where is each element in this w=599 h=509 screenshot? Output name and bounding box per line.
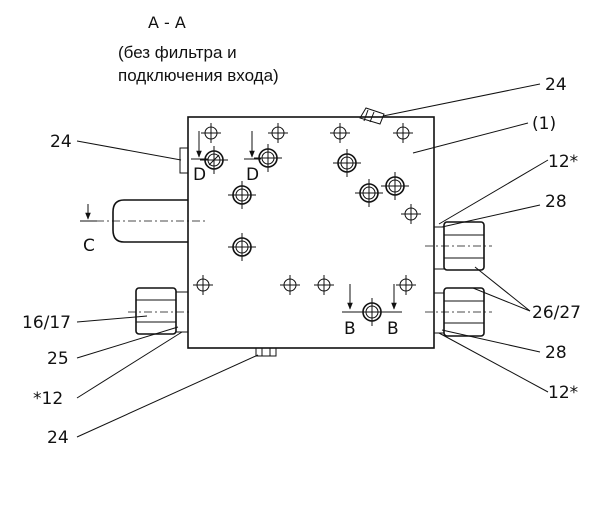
section-mark-d-right: D [244,131,261,185]
callout-26-27: 26/27 [532,303,581,323]
callout-25: 25 [47,349,69,369]
callout-24-bottom: 24 [47,428,69,448]
section-mark-c: C [80,204,97,256]
label-b-left: B [344,319,356,339]
label-d-right: D [246,165,259,185]
left-fitting [128,287,192,335]
bottom-tab [255,347,277,357]
callout-12-star-top: 12* [548,152,578,172]
right-fitting-top [425,221,492,271]
callout-1: (1) [532,114,556,134]
label-b-right: B [387,319,399,339]
callout-28-top: 28 [545,192,567,212]
callout-12-star-bottom: 12* [548,383,578,403]
right-fitting-bottom [425,287,492,337]
plugged-ports [200,144,409,326]
top-tab [179,147,189,174]
callout-24-top-left: 24 [50,132,72,152]
label-d-left: D [193,165,206,185]
section-mark-b-left: B [342,284,358,339]
callout-star-12: *12 [33,389,63,409]
top-right-plug [359,107,385,125]
section-title: A - A [148,13,186,32]
callout-28-bottom: 28 [545,343,567,363]
caption-line-1: (без фильтра и [118,43,237,62]
section-mark-b-right: B [386,284,402,339]
label-c: C [83,236,95,256]
caption-line-2: подключения входа) [118,66,279,85]
manifold-block [187,116,435,349]
callout-24-top-right: 24 [545,75,567,95]
leader-lines [76,83,549,438]
section-mark-d-left: D [191,131,208,185]
plug-c [80,199,205,243]
callout-16-17: 16/17 [22,313,71,333]
bore-markers [193,123,421,295]
